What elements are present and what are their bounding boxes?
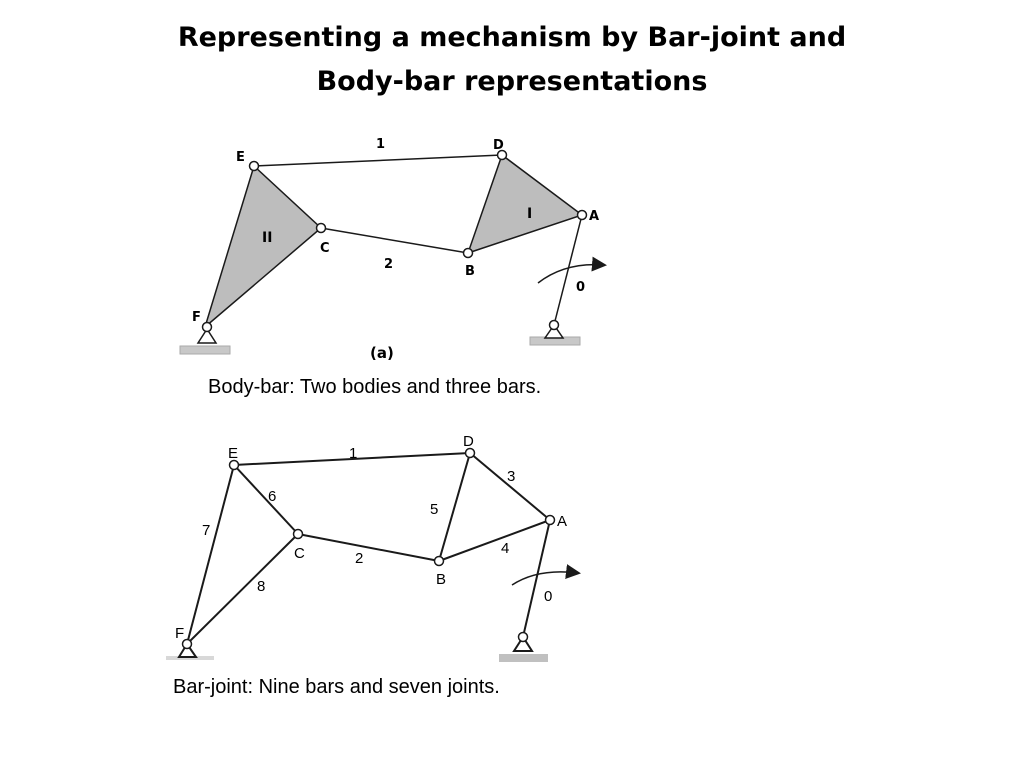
label-bar-5-bj: 5 xyxy=(430,501,438,518)
label-bar-4-bj: 4 xyxy=(501,540,509,557)
support-triangle-f-2 xyxy=(177,642,198,658)
label-c-bj: C xyxy=(294,545,305,562)
joint-ground-0 xyxy=(548,319,560,331)
body-i xyxy=(466,153,584,255)
label-a: A xyxy=(589,209,599,224)
body-bar-diagram xyxy=(179,149,607,355)
bar-2 xyxy=(320,227,469,254)
bar-0 xyxy=(553,214,583,326)
body-bar-labels: E D C B A F 1 2 0 II I (a) xyxy=(192,137,599,362)
body-ii xyxy=(203,164,323,330)
label-bar-0-bj: 0 xyxy=(544,588,552,605)
joint-c xyxy=(315,222,327,234)
bar-3-bj xyxy=(469,452,551,521)
joint-b xyxy=(462,247,474,259)
label-bar-2-bj: 2 xyxy=(355,550,363,567)
bar-7-bj xyxy=(186,464,235,645)
label-bar-0: 0 xyxy=(576,280,585,295)
label-a-bj: A xyxy=(557,513,567,530)
joint-e-bj xyxy=(228,459,240,471)
label-f-bj: F xyxy=(175,625,184,642)
joint-d-bj xyxy=(464,447,476,459)
bar-5-bj xyxy=(438,452,471,562)
bar-4-bj xyxy=(438,519,551,562)
joint-f-bj xyxy=(181,638,193,650)
joint-b-bj xyxy=(433,555,445,567)
label-bar-1-bj: 1 xyxy=(349,445,357,462)
title-line-1: Representing a mechanism by Bar-joint an… xyxy=(177,22,847,53)
support-triangle-a0-2 xyxy=(512,635,534,652)
rotation-arrow xyxy=(537,256,607,284)
label-e: E xyxy=(236,150,245,165)
label-d: D xyxy=(493,138,504,153)
ground-right-2 xyxy=(499,654,548,662)
caption-bar-joint: Bar-joint: Nine bars and seven joints. xyxy=(173,676,500,698)
support-triangle-a0 xyxy=(543,323,565,339)
ground-left xyxy=(179,345,231,355)
bar-1-bj xyxy=(233,452,471,466)
label-d-bj: D xyxy=(463,433,474,450)
label-bar-7-bj: 7 xyxy=(202,522,210,539)
label-b-bj: B xyxy=(436,571,446,588)
bar-1 xyxy=(253,154,503,167)
label-f: F xyxy=(192,310,201,325)
bar-joint-diagram xyxy=(166,447,581,662)
bar-0-bj xyxy=(522,519,551,638)
label-bar-3-bj: 3 xyxy=(507,468,515,485)
joint-e xyxy=(248,160,260,172)
slide-title: Representing a mechanism by Bar-joint an… xyxy=(0,16,1024,104)
joint-a xyxy=(576,209,588,221)
joint-a-bj xyxy=(544,514,556,526)
label-e-bj: E xyxy=(228,445,238,462)
bar-joint-labels: E D C B A F 1 6 7 8 2 5 3 4 0 xyxy=(175,433,567,642)
bar-2-bj xyxy=(297,533,440,562)
label-b: B xyxy=(465,264,475,279)
joint-c-bj xyxy=(292,528,304,540)
joint-f xyxy=(201,321,213,333)
support-triangle-f xyxy=(196,327,218,344)
figure-label-a: (a) xyxy=(370,344,394,362)
caption-body-bar: Body-bar: Two bodies and three bars. xyxy=(208,376,542,398)
rotation-arrow-2 xyxy=(511,564,581,586)
label-bar-6-bj: 6 xyxy=(268,488,276,505)
label-body-i: I xyxy=(527,206,532,222)
label-bar-1: 1 xyxy=(376,137,385,152)
bar-6-bj xyxy=(233,464,299,535)
joint-ground-0-bj xyxy=(517,631,529,643)
label-bar-8-bj: 8 xyxy=(257,578,265,595)
bar-8-bj xyxy=(186,533,299,645)
joint-d xyxy=(496,149,508,161)
title-line-2: Body-bar representations xyxy=(316,66,708,97)
label-c: C xyxy=(320,241,330,256)
label-body-ii: II xyxy=(262,230,272,246)
label-bar-2: 2 xyxy=(384,257,393,272)
